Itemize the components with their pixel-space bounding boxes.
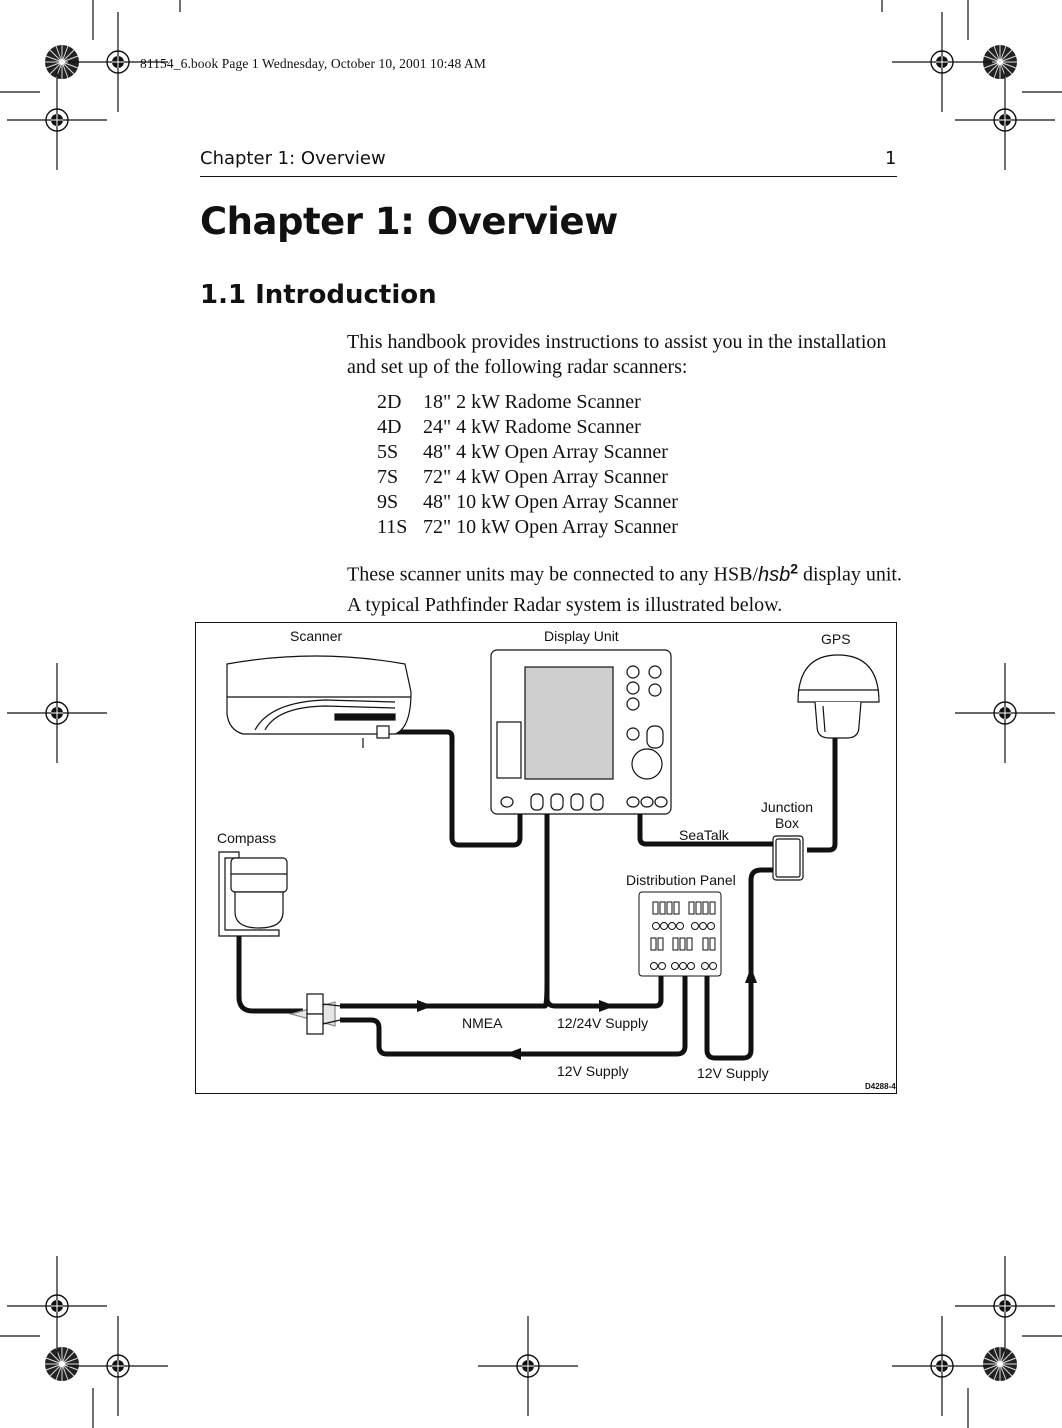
scanner-description: 48" 4 kW Open Array Scanner	[423, 441, 668, 463]
supply-12v-left-cable	[340, 975, 688, 1057]
scanner-code: 11S	[377, 516, 408, 538]
junction-box	[772, 835, 804, 881]
list-item: 11S 72" 10 kW Open Array Scanner	[377, 515, 678, 540]
list-item: 5S 48" 4 kW Open Array Scanner	[377, 440, 678, 465]
scanner-cable	[390, 729, 523, 848]
scanner-description: 18" 2 kW Radome Scanner	[423, 391, 641, 413]
arrow-nmea	[417, 1000, 433, 1012]
scanner-code: 7S	[377, 466, 399, 488]
figure-caption: A typical Pathfinder Radar system is ill…	[347, 594, 783, 616]
scanner-code: 9S	[377, 491, 399, 513]
system-diagram: Scanner Display Unit GPS Compass Junctio…	[195, 622, 897, 1094]
compass	[218, 851, 288, 937]
connect-text-before: These scanner units may be connected to …	[347, 563, 758, 586]
section-heading: Introduction	[255, 280, 437, 310]
cables	[236, 729, 838, 1061]
arrow-supply-12-24v	[599, 1000, 615, 1012]
supply-12v-right-cable	[704, 867, 773, 1061]
label-gps: GPS	[821, 631, 851, 647]
label-12v-supply-left: 12V Supply	[557, 1063, 629, 1079]
gps-cable	[807, 734, 838, 853]
list-item: 4D 24" 4 kW Radome Scanner	[377, 415, 678, 440]
chapter-title: Chapter 1: Overview	[200, 200, 618, 243]
figure-id: D4288-4	[865, 1082, 896, 1091]
list-item: 7S 72" 4 kW Open Array Scanner	[377, 465, 678, 490]
print-stamp: 81154_6.book Page 1 Wednesday, October 1…	[140, 56, 486, 71]
header-rule	[200, 176, 897, 177]
scanner-code: 5S	[377, 441, 399, 463]
list-item: 9S 48" 10 kW Open Array Scanner	[377, 490, 678, 515]
label-supply-12-24v: 12/24V Supply	[557, 1015, 648, 1031]
label-distribution-panel: Distribution Panel	[626, 872, 736, 888]
arrowheads	[417, 967, 757, 1060]
scanner-description: 48" 10 kW Open Array Scanner	[423, 491, 678, 513]
scanner-radome	[226, 655, 412, 748]
label-junction-box-line1: Junction	[761, 799, 813, 815]
label-compass: Compass	[217, 830, 276, 846]
arrow-supply-12v-right	[745, 967, 757, 983]
gps-antenna	[797, 654, 880, 739]
scanner-description: 72" 4 kW Open Array Scanner	[423, 466, 668, 488]
connect-paragraph: These scanner units may be connected to …	[347, 556, 917, 588]
label-scanner: Scanner	[290, 628, 342, 644]
display-unit	[490, 649, 672, 815]
scanner-code: 2D	[377, 391, 402, 413]
hsb-text: hsb	[758, 563, 791, 586]
label-display-unit: Display Unit	[544, 628, 619, 644]
hsb2-mark: hsb2	[758, 560, 798, 586]
scanner-code: 4D	[377, 416, 402, 438]
compass-cable	[236, 932, 303, 1014]
scanner-description: 72" 10 kW Open Array Scanner	[423, 516, 678, 538]
section-number: 1.1	[200, 280, 247, 310]
arrow-supply-12v-left	[505, 1048, 521, 1060]
intro-paragraph: This handbook provides instructions to a…	[347, 331, 887, 378]
connect-text-after: display unit.	[798, 563, 902, 586]
label-seatalk: SeaTalk	[679, 827, 730, 843]
hsb-superscript: 2	[790, 560, 799, 576]
scanner-description: 24" 4 kW Radome Scanner	[423, 416, 641, 438]
page-number: 1	[885, 148, 897, 169]
label-12v-supply-right: 12V Supply	[697, 1065, 769, 1081]
list-item: 2D 18" 2 kW Radome Scanner	[377, 390, 678, 415]
distribution-panel	[638, 891, 722, 977]
running-head: Chapter 1: Overview	[200, 148, 386, 169]
scanner-list: 2D 18" 2 kW Radome Scanner 4D 24" 4 kW Rad…	[377, 390, 678, 540]
label-nmea: NMEA	[462, 1015, 503, 1031]
seatalk-cable	[637, 814, 773, 847]
section-title: 1.1 Introduction	[200, 280, 437, 310]
label-junction-box-line2: Box	[775, 815, 799, 831]
nmea-connector-block	[288, 993, 341, 1035]
